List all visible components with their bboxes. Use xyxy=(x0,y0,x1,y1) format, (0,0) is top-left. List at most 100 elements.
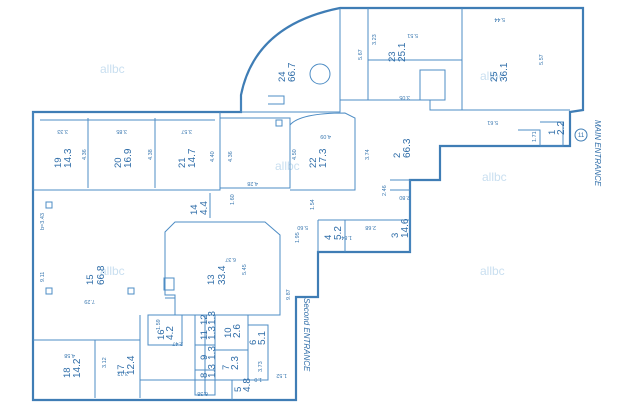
room-area: 16.9 xyxy=(123,148,134,168)
room-number: 1 xyxy=(547,130,558,135)
dimension: 5.61 xyxy=(487,119,498,125)
dimension: 5.45 xyxy=(242,264,248,275)
dimension: 4.58 xyxy=(64,352,75,358)
dimension: 6.37 xyxy=(225,256,236,262)
dimension: 1.95 xyxy=(295,232,301,243)
room-area: 1.3 xyxy=(207,326,218,340)
dimension: 4.36 xyxy=(228,151,234,162)
watermark: allbc xyxy=(480,69,505,83)
room-area: 2.3 xyxy=(230,356,241,370)
dimension: 2.46 xyxy=(382,185,388,196)
room-area: 66.8 xyxy=(96,265,107,285)
interior-walls xyxy=(32,8,570,400)
room-number: 17 xyxy=(116,364,127,375)
second-entrance-label: Second ENTRANCE xyxy=(302,298,311,372)
room-number: 10 xyxy=(223,327,234,338)
room-area: 4.8 xyxy=(242,378,253,392)
dimension: 1.59 xyxy=(156,319,162,330)
watermark: allbc xyxy=(100,62,125,76)
dimension: 3.57 xyxy=(181,128,192,134)
dimension: 5.60 xyxy=(297,224,308,230)
dimension: 4.09 xyxy=(320,133,331,139)
room-area: 12.4 xyxy=(126,355,137,375)
room-number: 6 xyxy=(248,340,259,345)
entrance-label: Second ENTRANCE xyxy=(302,298,311,372)
room-area: 25.1 xyxy=(397,42,408,62)
room-area: 14.6 xyxy=(400,218,411,238)
room-number: 13 xyxy=(206,274,217,285)
room-area: 4.4 xyxy=(199,201,210,215)
main-entrance-label: MAIN ENTRANCE xyxy=(593,120,602,187)
room-area: 17.3 xyxy=(318,148,329,168)
dimension: 5.51 xyxy=(407,32,418,38)
entrance-label: MAIN ENTRANCE xyxy=(593,120,602,187)
dimension: 4.28 xyxy=(247,180,258,186)
room-area: 14.3 xyxy=(63,148,74,168)
room-area: 14.2 xyxy=(72,358,83,378)
room-number: 7 xyxy=(221,365,232,370)
dimension: 1.54 xyxy=(310,199,316,210)
room-number: 21 xyxy=(177,157,188,168)
room-area: 14.7 xyxy=(187,148,198,168)
entrance-marker: 11 xyxy=(574,128,588,142)
dimension: 4.50 xyxy=(292,149,298,160)
dimension: 5.44 xyxy=(494,16,505,22)
room-number: 3 xyxy=(390,233,401,238)
room-number: 23 xyxy=(387,51,398,62)
dimension: 2.80 xyxy=(399,194,410,200)
room-number: 20 xyxy=(113,157,124,168)
room-number: 19 xyxy=(53,157,64,168)
room-area: 66.7 xyxy=(287,62,298,82)
room-area: 2.2 xyxy=(556,121,567,135)
room-number: 25 xyxy=(489,71,500,82)
room-number: 16 xyxy=(156,329,167,340)
watermark: allbc xyxy=(480,264,505,278)
dimension: 1.52 xyxy=(276,372,287,378)
dimension: 1.0 xyxy=(254,376,262,382)
room-number: 4 xyxy=(323,235,334,240)
dimension: 3.05 xyxy=(399,94,410,100)
dimension: 3.85 xyxy=(116,128,127,134)
room-area: 4.2 xyxy=(165,326,176,340)
room-area: 36.1 xyxy=(499,62,510,82)
dimension: 1.84 xyxy=(341,234,352,240)
dimension: 3.74 xyxy=(365,149,371,160)
dimension: 2.47 xyxy=(172,340,183,346)
room-area: 5.1 xyxy=(257,331,268,345)
room-number: 22 xyxy=(308,157,319,168)
dimension: 3.12 xyxy=(102,357,108,368)
dimension: 4.40 xyxy=(210,151,216,162)
room-number: 18 xyxy=(62,367,73,378)
room-number: 2 xyxy=(392,153,403,158)
dimension: 9.11 xyxy=(40,272,46,282)
room-number: 5 xyxy=(233,387,244,392)
dimension: b=3.43 xyxy=(40,213,46,230)
room-area: 66.3 xyxy=(402,138,413,158)
round-column xyxy=(309,63,331,85)
dimension-labels: 5.44 5.51 3.23 5.67 5.57 3.05 5.61 3.33 … xyxy=(40,16,545,396)
dimension: 5.67 xyxy=(358,49,364,60)
dimension: 4.38 xyxy=(148,149,154,160)
dimension: 5.57 xyxy=(539,54,545,65)
dimension: 3.73 xyxy=(258,361,264,372)
room-area: 1.3 xyxy=(207,311,218,325)
dimension: 7.29 xyxy=(84,298,95,304)
dimension: 3.12 xyxy=(117,370,128,376)
dimension: 3.23 xyxy=(372,34,378,45)
marker-number: 11 xyxy=(578,133,585,139)
dimension: 9.87 xyxy=(286,289,292,300)
dimension: 1.71 xyxy=(532,131,538,142)
watermark: allbc xyxy=(275,159,300,173)
room-area: 33.4 xyxy=(217,265,228,285)
room-number: 8 xyxy=(199,373,210,378)
dimension: 4.36 xyxy=(82,149,88,160)
watermark: allbc xyxy=(482,170,507,184)
room-number: 12 xyxy=(199,314,210,325)
room-number: 9 xyxy=(199,355,210,360)
room-number: 24 xyxy=(277,71,288,82)
watermark: allbc xyxy=(100,264,125,278)
room-number: 15 xyxy=(85,274,96,285)
room-number: 14 xyxy=(189,204,200,215)
